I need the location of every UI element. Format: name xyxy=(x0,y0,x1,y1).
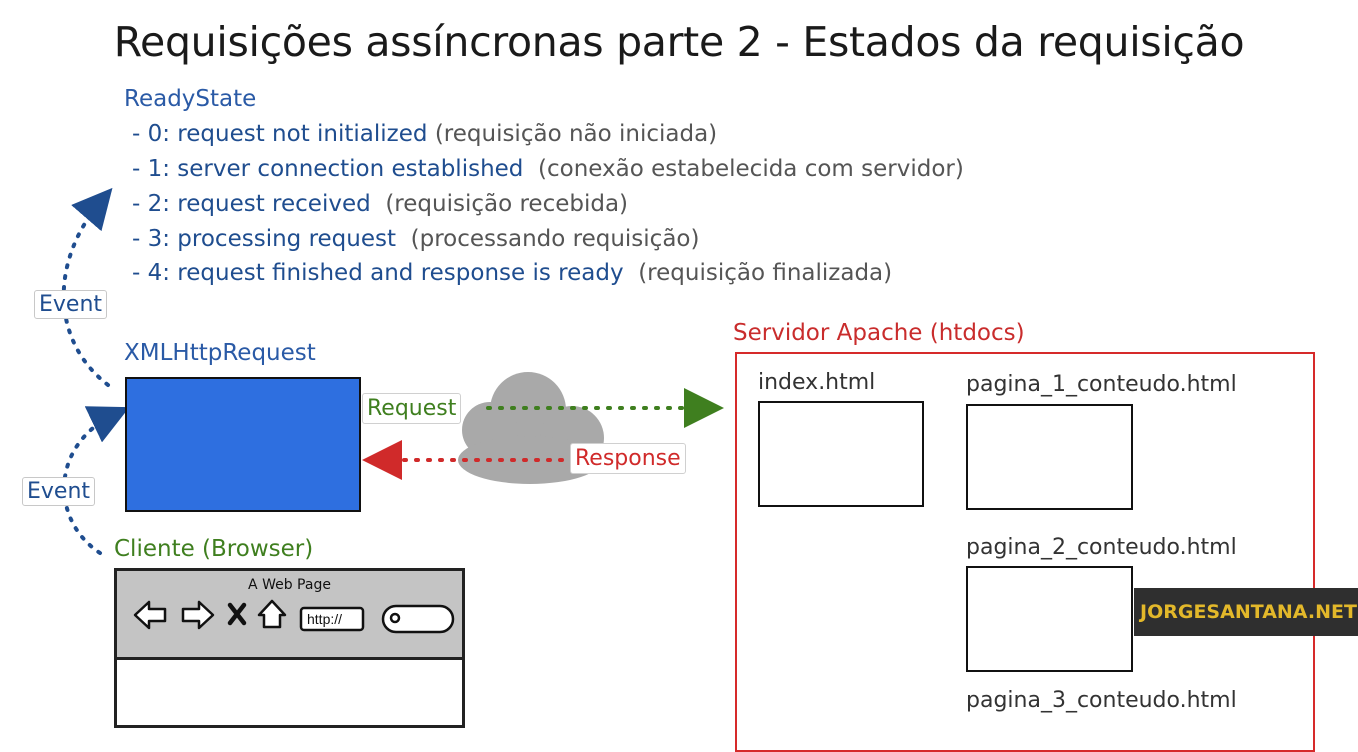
file-label: pagina_2_conteudo.html xyxy=(966,535,1237,560)
state-code: - 1: server connection established xyxy=(132,156,524,182)
state-translation: (requisição não iniciada) xyxy=(434,121,718,147)
back-icon xyxy=(133,600,167,630)
state-translation: (conexão estabelecida com servidor) xyxy=(538,156,964,182)
state-code: - 2: request received xyxy=(132,191,371,217)
state-item: - 4: request finished and response is re… xyxy=(132,260,892,286)
page-title: Requisições assíncronas parte 2 - Estado… xyxy=(113,18,1245,66)
event-arrow-client xyxy=(62,406,130,555)
xhr-box xyxy=(125,377,361,512)
state-code: - 4: request finished and response is re… xyxy=(132,260,624,286)
browser-controls: http:// xyxy=(133,599,455,634)
watermark: JORGESANTANA.NET xyxy=(1134,588,1358,636)
response-label: Response xyxy=(570,443,686,474)
search-field xyxy=(381,604,455,634)
forward-icon xyxy=(181,600,215,630)
state-code: - 3: processing request xyxy=(132,226,396,252)
file-box xyxy=(966,404,1133,510)
state-item: - 3: processing request (processando req… xyxy=(132,226,699,252)
url-field: http:// xyxy=(299,606,365,632)
close-icon xyxy=(227,602,247,626)
file-box xyxy=(966,566,1133,672)
readystate-heading: ReadyState xyxy=(124,86,257,112)
browser-toolbar: A Web Page http:// xyxy=(117,571,462,660)
server-label: Servidor Apache (htdocs) xyxy=(733,320,1025,346)
state-translation: (requisição finalizada) xyxy=(638,260,893,286)
url-text: http:// xyxy=(307,611,342,627)
file-label: pagina_1_conteudo.html xyxy=(966,372,1237,397)
xhr-label: XMLHttpRequest xyxy=(124,340,316,366)
state-item: - 2: request received (requisição recebi… xyxy=(132,191,628,217)
state-translation: (processando requisição) xyxy=(410,226,700,252)
search-icon xyxy=(389,612,401,624)
file-label: pagina_3_conteudo.html xyxy=(966,688,1237,713)
state-item: - 0: request not initialized (requisição… xyxy=(132,121,717,147)
browser-title: A Web Page xyxy=(248,577,331,593)
state-item: - 1: server connection established (cone… xyxy=(132,156,964,182)
event-label-top: Event xyxy=(34,290,108,319)
client-label: Cliente (Browser) xyxy=(114,536,314,562)
event-label-bottom: Event xyxy=(22,477,96,506)
request-label: Request xyxy=(362,393,462,424)
file-box xyxy=(758,401,924,507)
state-code: - 0: request not initialized xyxy=(132,121,428,147)
file-label: index.html xyxy=(758,370,876,395)
home-icon xyxy=(257,599,287,629)
state-translation: (requisição recebida) xyxy=(385,191,629,217)
browser-window: A Web Page http:// xyxy=(114,568,465,728)
